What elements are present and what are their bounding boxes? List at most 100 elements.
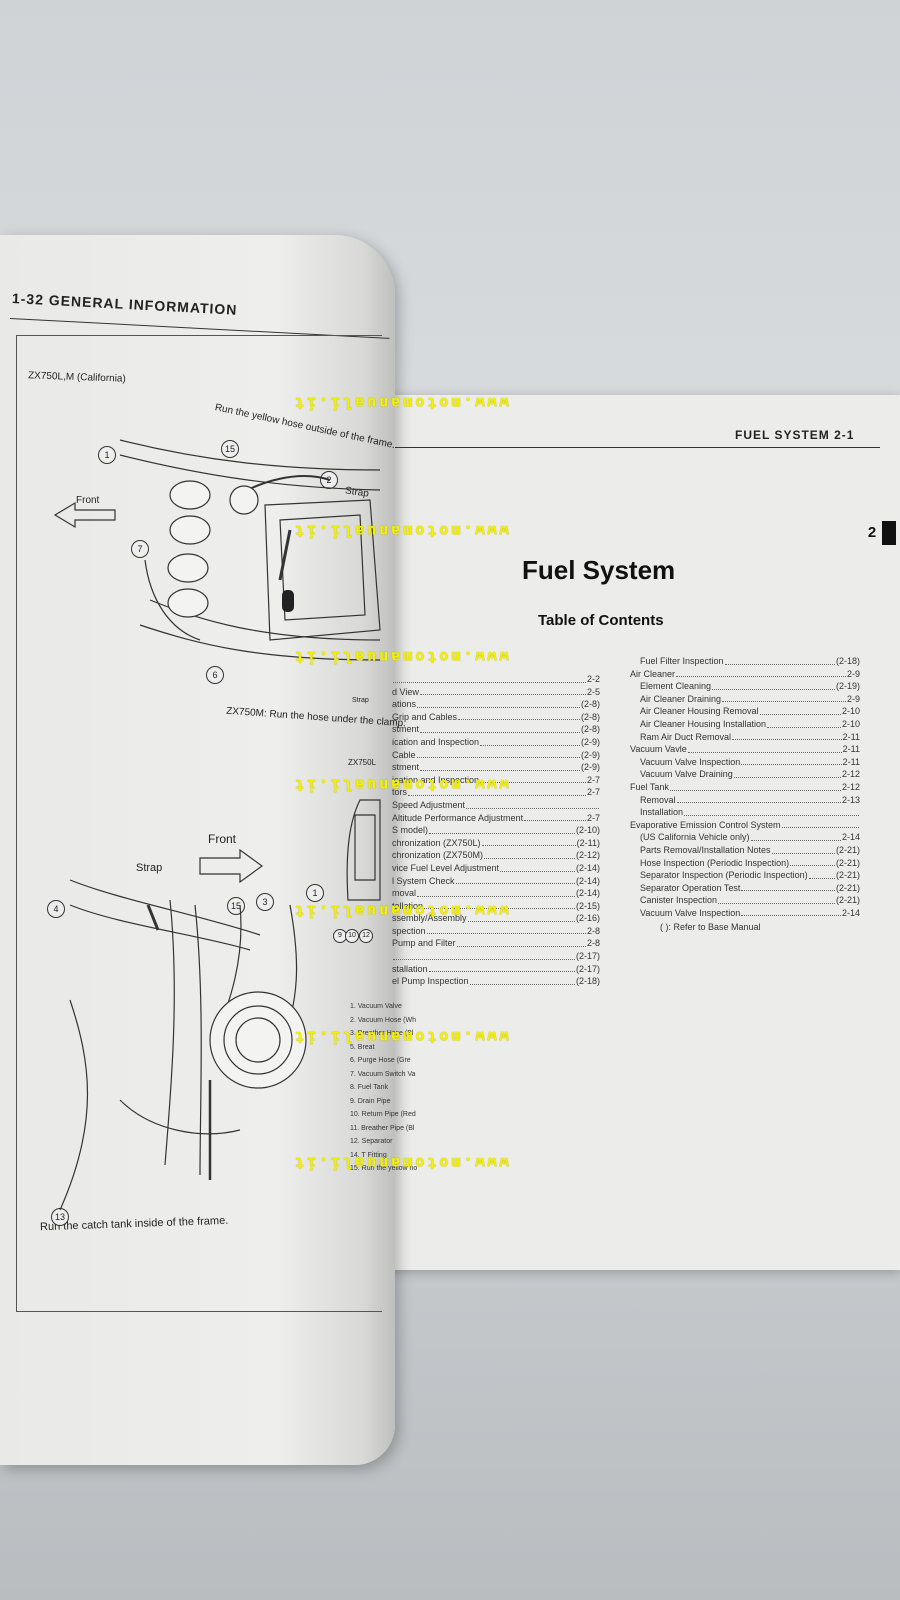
toc-entry: S model) (2-10): [392, 824, 600, 837]
callout: 15: [221, 440, 239, 458]
toc-leader: [676, 668, 846, 678]
chapter-tab: 2: [862, 521, 896, 545]
toc-leader: [676, 794, 841, 804]
toc-entry-title: Separator Operation Test: [640, 882, 741, 893]
toc-leader: [732, 731, 842, 741]
toc-entry: chronization (ZX750L)(2-11): [392, 837, 600, 850]
toc-leader: [484, 849, 575, 859]
toc-entry: chronization (ZX750M)(2-12): [392, 849, 600, 862]
toc-entry-page: 2-9: [846, 668, 860, 679]
toc-entry-title: Vacuum Vavle: [630, 744, 687, 755]
toc-entry: Speed Adjustment: [392, 799, 600, 812]
toc-entry-title: Air Cleaner: [630, 668, 676, 679]
toc-entry-page: (2-8): [580, 711, 600, 722]
toc-entry-title: Element Cleaning: [640, 681, 712, 692]
toc-entry-page: 2-11: [842, 731, 860, 742]
toc-entry-page: 2-2: [586, 674, 600, 684]
toc-entry-title: Parts Removal/Installation Notes: [640, 844, 771, 855]
toc-entry: Evaporative Emission Control System: [630, 819, 860, 832]
toc-entry-page: (2-17): [575, 963, 600, 974]
legend-item: 10. Return Pipe (Red: [350, 1111, 416, 1118]
toc-entry-title: ication and Inspection: [392, 774, 480, 785]
right-page-header: FUEL SYSTEM 2-1: [735, 428, 855, 442]
toc-entry-title: vice Fuel Level Adjustment: [392, 862, 500, 873]
strap-label-mid: Strap: [352, 697, 369, 704]
toc-entry-title: stallation: [392, 963, 428, 974]
toc-entry-title: stment: [392, 724, 420, 735]
toc-entry: vice Fuel Level Adjustment(2-14): [392, 862, 600, 875]
toc-entry-title: Separator Inspection (Periodic Inspectio…: [640, 870, 808, 881]
toc-entry: el Pump Inspection(2-18): [392, 975, 600, 988]
toc-entry-page: 2-14: [841, 907, 860, 918]
toc-entry: ication and Inspection (2-9): [392, 736, 600, 749]
toc-entry-page: (2-8): [580, 699, 600, 710]
watermark: www.motomanuali.it: [292, 648, 509, 666]
toc-leader: [733, 768, 841, 778]
toc-entry: Fuel Filter Inspection(2-18): [630, 655, 860, 668]
toc-entry-page: (2-14): [575, 888, 600, 899]
toc-entry-title: stment: [392, 762, 420, 773]
legend-item: 12. Separator: [350, 1138, 393, 1145]
toc-entry-page: (2-10): [575, 825, 600, 836]
toc-leader: [741, 882, 835, 892]
toc-leader: [429, 824, 575, 834]
toc-note: ( ): Refer to Base Manual: [660, 922, 761, 932]
legend-item: 14. T Fitting: [350, 1151, 387, 1159]
toc-entry-title: d View: [392, 686, 419, 697]
toc-entry-title: ication and Inspection: [392, 736, 480, 747]
toc-entry: tallation(2-15): [392, 900, 600, 913]
toc-entry: ations(2-8): [392, 698, 600, 711]
toc-entry-title: (US California Vehicle only): [640, 832, 750, 843]
toc-entry: Installation: [630, 806, 860, 819]
toc-leader: [467, 912, 575, 922]
legend-item: 2. Vacuum Hose (Wh: [350, 1016, 417, 1024]
toc-leader: [524, 812, 586, 822]
toc-entry-page: 2-12: [841, 781, 860, 792]
callout: 4: [47, 900, 65, 918]
toc-entry-title: Altitude Performance Adjustment: [392, 812, 524, 823]
toc-leader: [458, 711, 580, 721]
callout: 3: [256, 893, 274, 911]
toc-entry: Canister Inspection(2-21): [630, 894, 860, 907]
legend-item: 11. Breather Pipe (Bl: [350, 1124, 415, 1132]
toc-leader: [417, 698, 580, 708]
toc-entry-title: tallation: [392, 900, 424, 911]
toc-leader: [712, 680, 835, 690]
toc-entry-title: moval: [392, 888, 417, 899]
toc-title: Table of Contents: [538, 612, 664, 629]
toc-right-column: Fuel Filter Inspection(2-18)Air Cleaner 2…: [630, 655, 860, 919]
toc-entry-page: 2-14: [841, 832, 860, 843]
toc-leader: [500, 862, 575, 872]
toc-entry: Air Cleaner 2-9: [630, 668, 860, 681]
toc-entry-page: (2-9): [580, 736, 600, 747]
toc-leader: [718, 894, 835, 904]
toc-entry: Hose Inspection (Periodic Inspection)(2-…: [630, 857, 860, 870]
legend-item: 7. Vacuum Switch Va: [350, 1070, 416, 1078]
toc-entry-title: Air Cleaner Housing Installation: [640, 718, 767, 729]
legend-item: 1. Vacuum Valve: [350, 1003, 402, 1010]
toc-leader: [416, 749, 580, 759]
callout: 12: [359, 929, 373, 943]
toc-leader: [480, 774, 586, 784]
toc-leader: [417, 887, 575, 897]
toc-entry-page: (2-9): [580, 762, 600, 773]
toc-leader: [466, 799, 599, 809]
toc-entry-title: Ram Air Duct Removal: [640, 731, 732, 742]
toc-entry-title: S model): [392, 825, 429, 836]
toc-entry-title: Canister Inspection: [640, 895, 718, 906]
toc-leader: [420, 723, 580, 733]
toc-leader: [759, 705, 841, 715]
toc-entry: Grip and Cables(2-8): [392, 711, 600, 724]
left-page: [0, 235, 395, 1465]
toc-entry: l System Check(2-14): [392, 875, 600, 888]
toc-entry-title: Removal: [640, 794, 676, 805]
toc-entry-page: (2-21): [835, 870, 860, 881]
toc-entry-title: el Pump Inspection: [392, 976, 469, 987]
watermark: www.motomanuali.it: [292, 902, 509, 920]
